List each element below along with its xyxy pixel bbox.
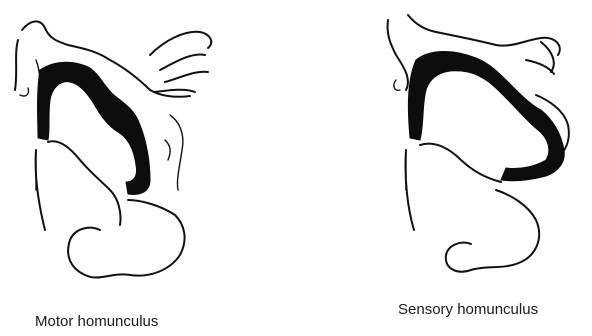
sensory-homunculus-caption: Sensory homunculus <box>398 301 538 318</box>
sensory-cortex-band <box>408 52 564 181</box>
motor-homunculus-hand <box>150 32 211 92</box>
motor-brain-inner-outline <box>36 141 185 277</box>
sensory-homunculus-drawing <box>296 0 592 300</box>
sensory-brain-inner-outline <box>405 144 539 272</box>
sensory-homunculus-panel: Sensory homunculus <box>296 0 592 336</box>
sensory-homunculus-foot <box>394 80 400 90</box>
motor-homunculus-leg <box>20 60 40 100</box>
motor-homunculus-drawing <box>0 0 296 300</box>
motor-lateral-fissure <box>165 115 183 190</box>
motor-homunculus-caption: Motor homunculus <box>35 313 158 330</box>
motor-homunculus-panel: Motor homunculus <box>0 0 296 336</box>
